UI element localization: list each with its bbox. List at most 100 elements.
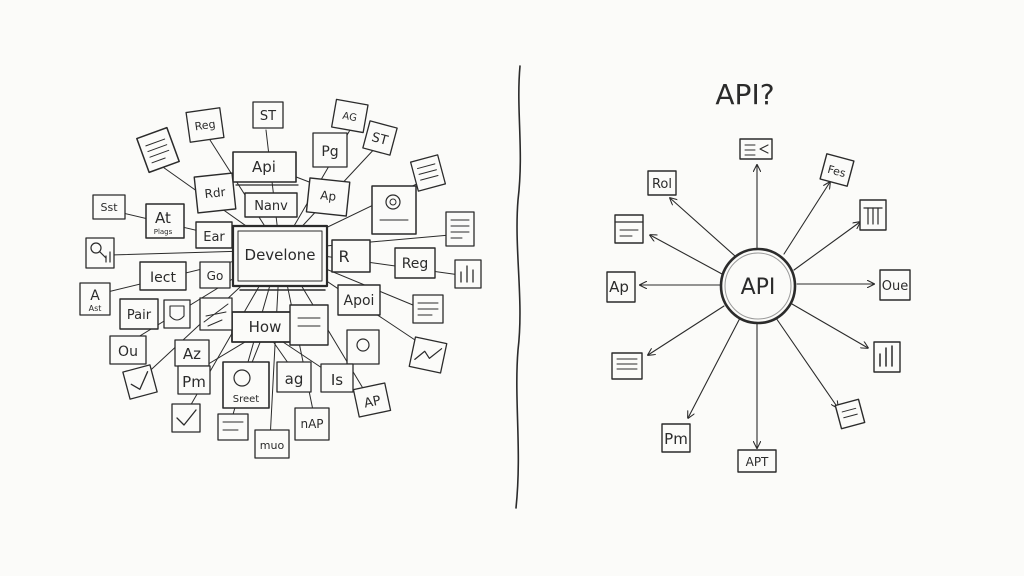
scribble-icon [199,297,233,331]
reg-top-label: Reg [194,118,217,134]
ap-left-label: Ap [609,278,629,296]
fes-label: Fes [826,163,847,180]
ag-top-box: AG [330,98,369,134]
api-box-label: Api [252,158,276,176]
ag-label: ag [285,370,304,388]
search-chart-icon [85,237,115,269]
reg-top-box: Reg [185,107,225,143]
doc-icon-left [611,352,643,380]
reg-right-label: Reg [402,256,429,272]
how-box-label: How [249,318,282,336]
develone-hub: Develone [231,224,329,291]
sreet-box: Sreet [222,361,270,409]
r-box: R [331,239,371,273]
right-panel: API? API [606,78,911,473]
develone-hub-label: Develone [245,246,316,264]
ap-box: AP [352,382,392,418]
gear-icon-center [346,329,380,365]
doc-icon-right [445,211,475,247]
rol-box: Rol [647,170,677,196]
pg-label: Pg [321,144,338,160]
sreet-label: Sreet [233,394,260,405]
is-label: Is [331,371,343,389]
ear-label: Ear [203,230,225,245]
check-icon-left [122,364,158,400]
go-box: Go [199,261,231,289]
muo-label: muo [260,439,285,452]
apoi-label: Apoi [344,293,375,309]
at-box: At Plags [145,203,185,239]
sst-box: Sst [92,194,126,220]
oue-box: Oue [879,269,911,301]
shield-icon [163,299,191,329]
apt-label: APT [746,455,769,469]
list-icon-bottom [834,398,866,430]
panel-divider [515,65,522,509]
gear-doc-icon [371,185,417,235]
go-label: Go [207,269,224,283]
list-icon-topright [409,154,447,192]
bar-chart-icon-left [454,259,482,289]
bar-chart-icon [873,341,901,373]
hub-arrows [640,165,874,448]
apt-box: APT [737,449,777,473]
ap-left-box: Ap [606,271,636,303]
nap-box: nAP [294,407,330,441]
ag-top-label: AG [342,111,358,124]
r-label: R [338,247,349,266]
pm-box: Pm [177,365,211,395]
is-box: Is [320,363,354,393]
rdr-box: Rdr [193,172,237,214]
api-hub-label: API [741,275,776,300]
api-box: Api [232,151,299,186]
st-top-box: ST [252,101,284,129]
at-sub-label: Plags [154,228,173,236]
ap-mid-box: Ap [305,177,351,217]
line-chart-icon [408,336,448,374]
at-label: At [155,209,171,227]
at-left-box: A Ast [79,282,111,316]
list-icon-right [412,294,444,324]
ou-box: Ou [109,335,147,365]
pg-box: Pg [312,132,348,168]
left-panel: Develone Api Nanv How ST Reg [79,98,482,459]
nanv-box-label: Nanv [254,199,288,214]
pm-right-label: Pm [664,430,688,448]
apoi-box: Apoi [337,284,381,316]
fes-box: Fes [819,153,855,187]
how-box: How [231,304,329,346]
right-panel-title: API? [715,78,774,111]
muo-box: muo [254,429,290,459]
nap-label: nAP [300,417,323,431]
sst-label: Sst [100,201,118,214]
az-box: Az [174,339,210,367]
ear-box: Ear [195,221,233,249]
iect-label: Iect [150,270,176,286]
pm-right-box: Pm [661,423,691,453]
at-left-label: A [90,288,100,304]
building-icon [859,199,887,231]
pair-box: Pair [119,298,159,330]
oue-label: Oue [882,279,908,294]
nanv-box: Nanv [244,192,298,218]
ou-label: Ou [118,344,138,360]
reg-right-box: Reg [394,247,436,279]
rol-label: Rol [652,177,672,192]
az-label: Az [183,345,201,363]
ag-box: ag [276,361,312,393]
api-hub: API [719,247,797,325]
pair-label: Pair [127,308,152,323]
st-top-label: ST [260,109,276,124]
ap-label: AP [363,393,383,411]
check-icon-bottom [171,403,201,433]
rdr-label: Rdr [204,185,226,201]
ast-label: Ast [89,304,102,313]
st-right-label: ST [370,130,390,149]
st-right-box: ST [362,120,398,156]
fp-box [217,413,249,441]
list-icon-top [739,138,773,160]
ap-mid-label: Ap [320,188,337,204]
iect-box: Iect [139,261,187,291]
